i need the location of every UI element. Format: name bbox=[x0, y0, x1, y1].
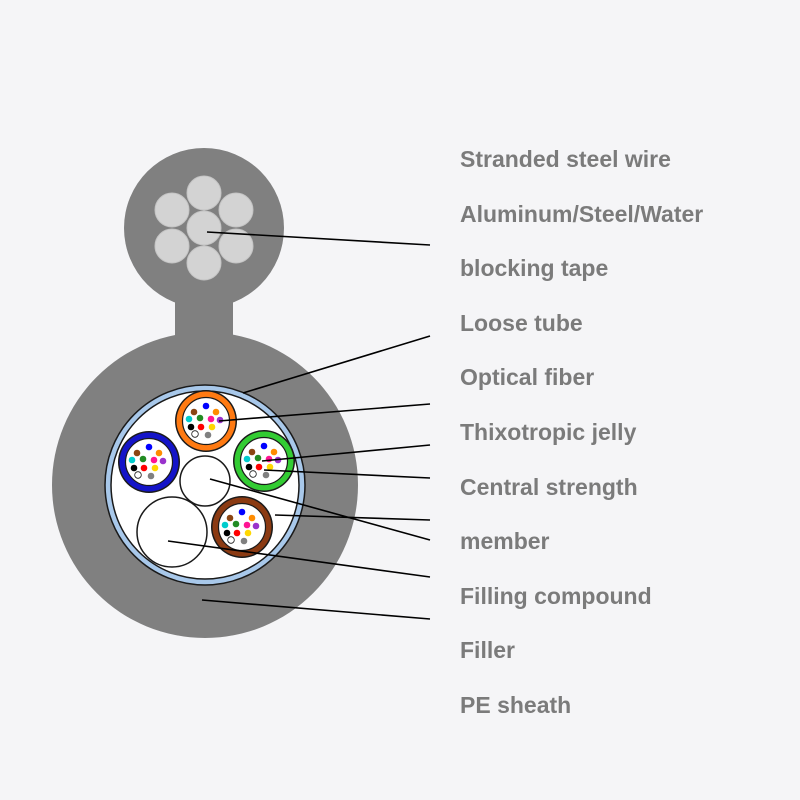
label-central-strength: Central strength bbox=[460, 473, 638, 500]
optical-fiber bbox=[226, 514, 234, 522]
steel-wire-center bbox=[186, 210, 222, 246]
optical-fiber bbox=[145, 443, 153, 451]
optical-fiber bbox=[204, 431, 212, 439]
optical-fiber bbox=[243, 455, 251, 463]
optical-fiber bbox=[130, 464, 138, 472]
leader-line bbox=[242, 335, 431, 394]
optical-fiber bbox=[249, 470, 257, 478]
label-pe-sheath: PE sheath bbox=[460, 692, 572, 718]
steel-wire bbox=[154, 228, 190, 264]
optical-fiber bbox=[147, 472, 155, 480]
optical-fiber bbox=[254, 454, 262, 462]
leader-line bbox=[261, 444, 431, 462]
optical-fiber bbox=[223, 529, 231, 537]
optical-fiber bbox=[190, 408, 198, 416]
central-strength-member bbox=[179, 455, 231, 507]
optical-fiber bbox=[248, 514, 256, 522]
leader-line bbox=[206, 231, 431, 246]
leader-line bbox=[263, 469, 431, 479]
optical-fiber bbox=[232, 520, 240, 528]
optical-fiber bbox=[202, 402, 210, 410]
label-stranded-steel-wire: Stranded steel wire bbox=[460, 146, 671, 172]
label-thixotropic-jelly: Thixotropic jelly bbox=[460, 419, 637, 445]
optical-fiber bbox=[134, 471, 142, 479]
optical-fiber bbox=[139, 455, 147, 463]
optical-fiber bbox=[151, 464, 159, 472]
optical-fiber bbox=[216, 416, 224, 424]
optical-fiber bbox=[240, 537, 248, 545]
optical-fiber bbox=[244, 529, 252, 537]
optical-fiber bbox=[191, 430, 199, 438]
optical-fiber bbox=[233, 529, 241, 537]
optical-fiber bbox=[150, 456, 158, 464]
optical-fiber bbox=[185, 415, 193, 423]
leader-line bbox=[167, 540, 431, 578]
optical-fiber bbox=[140, 464, 148, 472]
leader-line bbox=[218, 403, 431, 422]
optical-fiber bbox=[155, 449, 163, 457]
label-aluminum-steel-water: Aluminum/Steel/Water bbox=[460, 200, 704, 227]
loose-tube-orange bbox=[175, 390, 237, 452]
optical-fiber bbox=[248, 448, 256, 456]
optical-fiber bbox=[245, 463, 253, 471]
label-loose-tube: Loose tube bbox=[460, 309, 583, 336]
optical-fiber bbox=[197, 423, 205, 431]
optical-fiber bbox=[270, 448, 278, 456]
steel-wire bbox=[218, 192, 254, 228]
leader-line bbox=[201, 599, 431, 620]
optical-fiber bbox=[255, 463, 263, 471]
stranded-steel-wire bbox=[154, 175, 254, 281]
optical-fiber bbox=[260, 442, 268, 450]
optical-fiber bbox=[252, 522, 260, 530]
optical-fiber bbox=[221, 521, 229, 529]
optical-fiber bbox=[227, 536, 235, 544]
steel-wire bbox=[218, 228, 254, 264]
optical-fiber bbox=[243, 521, 251, 529]
optical-fiber bbox=[262, 471, 270, 479]
loose-tube-brown bbox=[211, 496, 273, 558]
steel-wire bbox=[154, 192, 190, 228]
loose-tube-blue bbox=[118, 431, 180, 493]
leader-line bbox=[274, 514, 431, 521]
label-member: member bbox=[460, 528, 550, 555]
optical-fiber bbox=[212, 408, 220, 416]
leader-lines bbox=[167, 231, 431, 620]
steel-wire bbox=[186, 245, 222, 281]
optical-fiber bbox=[238, 508, 246, 516]
steel-wire bbox=[186, 175, 222, 211]
label-filler: Filler bbox=[460, 637, 515, 664]
label-filling-compound: Filling compound bbox=[460, 582, 652, 609]
label-optical-fiber: Optical fiber bbox=[460, 364, 595, 391]
optical-fiber bbox=[159, 457, 167, 465]
optical-fiber bbox=[208, 423, 216, 431]
optical-fiber bbox=[128, 456, 136, 464]
optical-fiber bbox=[196, 414, 204, 422]
optical-fiber bbox=[207, 415, 215, 423]
optical-fiber bbox=[187, 423, 195, 431]
optical-fiber bbox=[266, 463, 274, 471]
optical-fiber bbox=[133, 449, 141, 457]
label-blocking-tape: blocking tape bbox=[460, 255, 609, 282]
leader-line bbox=[209, 478, 431, 541]
filler bbox=[136, 496, 208, 568]
